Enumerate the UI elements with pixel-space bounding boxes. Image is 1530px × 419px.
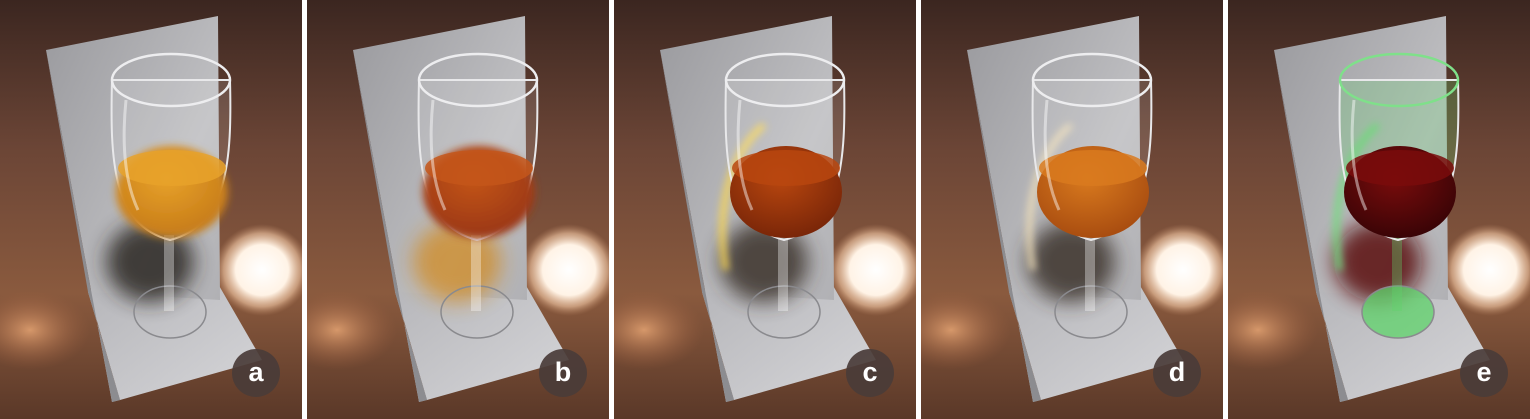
glass-rim <box>110 52 232 108</box>
floor-plate <box>395 270 569 400</box>
glass-shadow <box>413 222 501 302</box>
glass-rim <box>724 52 846 108</box>
liquid-surface <box>1039 150 1147 186</box>
light-bulb <box>521 224 609 316</box>
light-bulb <box>214 224 302 316</box>
panel-a: a <box>0 0 302 419</box>
glass-base <box>747 285 821 339</box>
glass-base <box>1054 285 1128 339</box>
light-bulb <box>1135 224 1223 316</box>
glass-base <box>1361 285 1435 339</box>
warm-glow <box>614 290 704 370</box>
caustic-arc <box>719 122 766 271</box>
glass-base <box>440 285 514 339</box>
render-a <box>0 0 302 419</box>
panel-e: e <box>1228 0 1530 419</box>
panel-label-c: c <box>846 349 894 397</box>
glass-stem <box>164 235 174 311</box>
glass-highlight <box>122 99 140 211</box>
panel-d: d <box>921 0 1223 419</box>
glass-shadow <box>1027 222 1115 302</box>
floor-plate <box>88 270 262 400</box>
glass-shadow <box>106 222 194 302</box>
light-bulb <box>1442 224 1530 316</box>
liquid-surface <box>732 150 840 186</box>
glass-shadow <box>1334 222 1422 302</box>
render-d <box>921 0 1223 419</box>
glass-stem <box>778 235 788 311</box>
floor-plate <box>702 270 876 400</box>
glass-highlight <box>1043 99 1061 211</box>
panel-c: c <box>614 0 916 419</box>
glass-highlight <box>1350 99 1368 211</box>
floor-plate <box>1009 270 1183 400</box>
liquid-surface <box>118 150 226 186</box>
panel-label-b: b <box>539 349 587 397</box>
glass-stem <box>1085 235 1095 311</box>
panel-label-a: a <box>232 349 280 397</box>
glass-shadow <box>720 222 808 302</box>
warm-glow <box>307 290 397 370</box>
liquid-surface <box>425 150 533 186</box>
glass-stem <box>471 235 481 311</box>
warm-glow <box>921 290 1011 370</box>
glass-highlight <box>429 99 447 211</box>
glass-base <box>133 285 207 339</box>
glass-rim <box>1338 52 1460 108</box>
liquid-surface <box>1346 150 1454 186</box>
render-c <box>614 0 916 419</box>
caustic-arc <box>1333 122 1380 271</box>
render-b <box>307 0 609 419</box>
glass-rim <box>417 52 539 108</box>
glass-rim <box>1031 52 1153 108</box>
warm-glow <box>1228 290 1318 370</box>
warm-glow <box>0 290 90 370</box>
light-bulb <box>828 224 916 316</box>
panel-b: b <box>307 0 609 419</box>
panel-label-e: e <box>1460 349 1508 397</box>
glass-highlight <box>736 99 754 211</box>
caustic-arc <box>1026 122 1073 271</box>
glass-stem <box>1392 235 1402 311</box>
panel-label-d: d <box>1153 349 1201 397</box>
